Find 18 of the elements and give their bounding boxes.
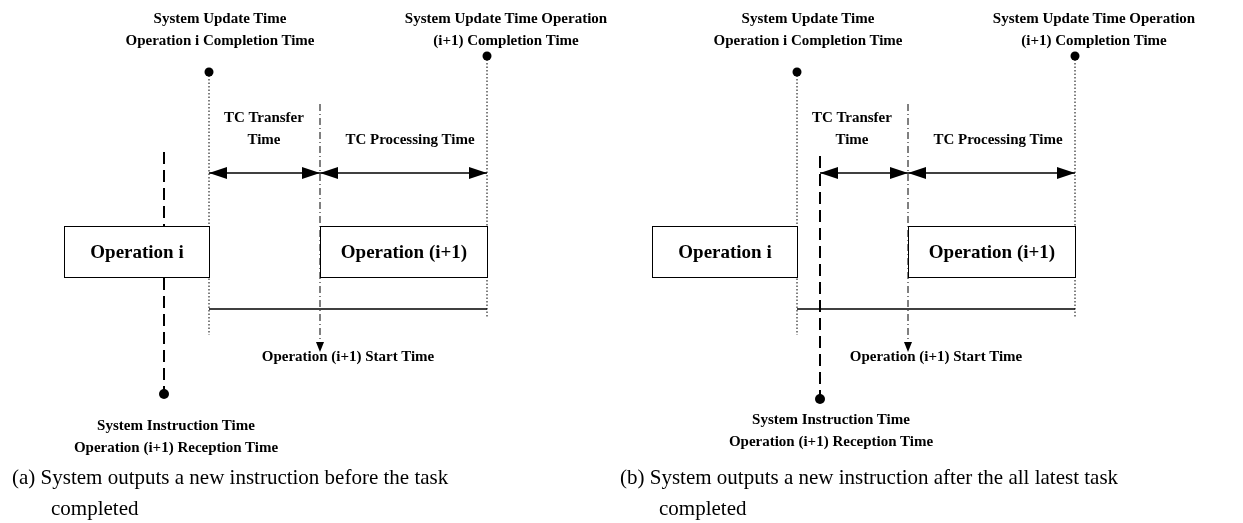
time-label: TC Transfer Time [223, 108, 305, 149]
operation-box: Operation (i+1) [908, 226, 1076, 278]
operation-box: Operation i [64, 226, 210, 278]
time-label: TC Transfer Time [811, 108, 893, 149]
operation-box: Operation i [652, 226, 798, 278]
time-label: TC Processing Time [344, 130, 476, 149]
time-label: System Instruction Time Operation (i+1) Reception Time [727, 410, 935, 451]
operation-box: Operation (i+1) [320, 226, 488, 278]
time-label: System Update Time Operation (i+1) Completion Time [991, 9, 1197, 50]
time-label: System Update Time Operation i Completion Time [124, 9, 316, 50]
time-label: TC Processing Time [932, 130, 1064, 149]
time-label: System Instruction Time Operation (i+1) Reception Time [72, 416, 280, 457]
time-label: System Update Time Operation i Completion Time [712, 9, 904, 50]
figure-caption: (a) System outputs a new instruction before the task completed [12, 464, 450, 522]
time-label: Operation (i+1) Start Time [848, 347, 1024, 366]
time-label: Operation (i+1) Start Time [260, 347, 436, 366]
figure-caption: (b) System outputs a new instruction after the all latest task completed [620, 464, 1120, 522]
time-label: System Update Time Operation (i+1) Completion Time [403, 9, 609, 50]
